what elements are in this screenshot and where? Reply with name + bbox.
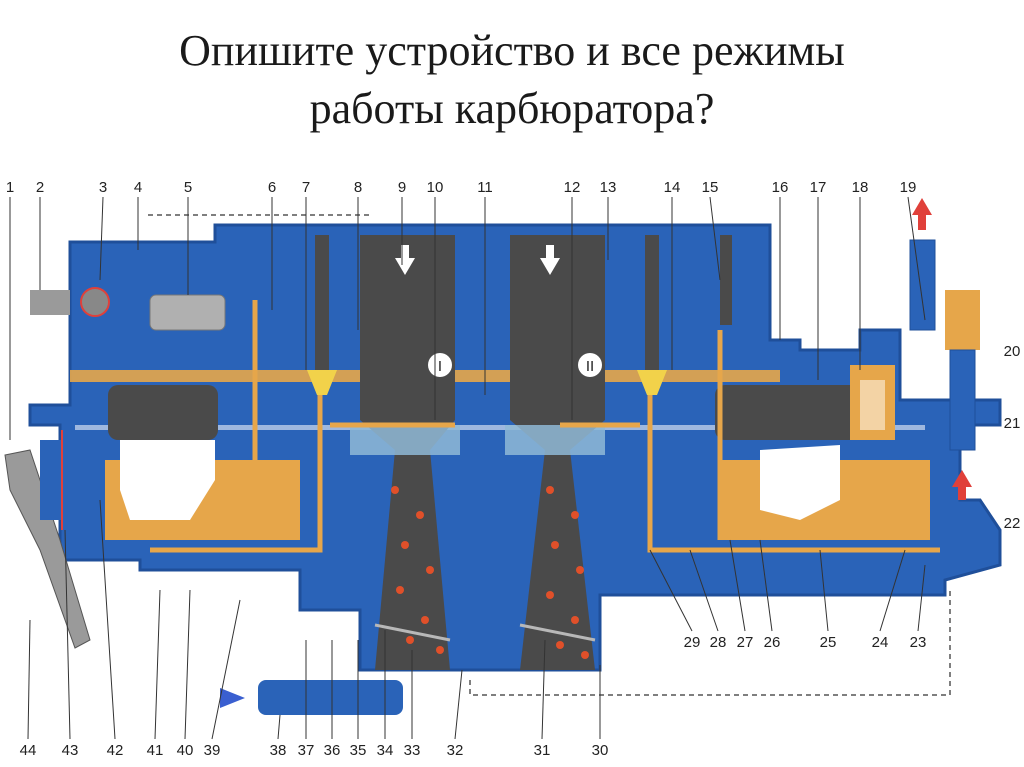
needle-valve — [850, 365, 895, 440]
callout-label-16: 16 — [772, 179, 789, 196]
callout-label-33: 33 — [404, 742, 421, 759]
leader-line-27 — [729, 539, 746, 632]
callout-label-32: 32 — [447, 742, 464, 759]
leader-line-31 — [541, 639, 546, 740]
callout-label-6: 6 — [268, 179, 276, 196]
callout-label-8: 8 — [354, 179, 362, 196]
leader-line-19 — [907, 196, 926, 321]
chamber-mark-1: I — [438, 358, 442, 375]
callout-label-11: 11 — [477, 179, 493, 196]
mixing-chambers — [350, 235, 605, 670]
idle-solenoid — [30, 287, 226, 331]
leader-line-3 — [99, 196, 104, 281]
chamber-marks: I II — [428, 353, 602, 377]
callout-label-38: 38 — [270, 742, 287, 759]
callout-label-13: 13 — [600, 179, 617, 196]
callout-label-14: 14 — [664, 179, 681, 196]
leader-line-23 — [917, 564, 926, 632]
callout-label-15: 15 — [702, 179, 719, 196]
callout-label-18: 18 — [852, 179, 869, 196]
callout-label-44: 44 — [20, 742, 37, 759]
leader-line-38 — [277, 714, 281, 740]
callout-label-43: 43 — [62, 742, 79, 759]
callout-label-19: 19 — [900, 179, 917, 196]
callout-label-10: 10 — [427, 179, 444, 196]
leader-line-28 — [689, 549, 719, 632]
callout-label-40: 40 — [177, 742, 194, 759]
callout-label-41: 41 — [147, 742, 164, 759]
leader-line-41 — [154, 589, 161, 740]
callout-label-2: 2 — [36, 179, 44, 196]
leader-line-26 — [759, 539, 773, 632]
callout-label-34: 34 — [377, 742, 394, 759]
leader-line-39 — [211, 599, 241, 740]
title-line-2: работы карбюратора? — [309, 84, 715, 133]
callout-label-29: 29 — [684, 634, 701, 651]
callout-label-42: 42 — [107, 742, 124, 759]
callout-label-35: 35 — [350, 742, 367, 759]
labels-bottom: 44 43 42 41 40 39 38 37 36 35 34 33 32 31 30 — [20, 742, 609, 759]
labels-bottom-right: 29 28 27 26 25 24 23 — [684, 634, 927, 651]
throttle-lever — [4, 430, 91, 649]
throttle-valves — [374, 623, 596, 642]
title-line-1: Опишите устройство и все режимы — [179, 26, 845, 75]
callout-label-5: 5 — [184, 179, 192, 196]
chamber-mark-2: II — [586, 358, 594, 375]
fuel-inlet-fitting — [909, 239, 980, 451]
flow-arrows — [220, 198, 972, 715]
callout-label-30: 30 — [592, 742, 609, 759]
callout-label-25: 25 — [820, 634, 837, 651]
callout-label-36: 36 — [324, 742, 341, 759]
leader-line-25 — [819, 549, 829, 632]
callout-label-23: 23 — [910, 634, 927, 651]
callout-label-27: 27 — [737, 634, 754, 651]
callout-label-20: 20 — [1004, 343, 1021, 360]
callout-label-4: 4 — [134, 179, 142, 196]
leader-line-42 — [99, 499, 116, 740]
callout-label-7: 7 — [302, 179, 310, 196]
leader-line-43 — [64, 529, 71, 740]
leader-line-24 — [879, 549, 906, 632]
leader-line-32 — [454, 669, 463, 740]
callout-label-31: 31 — [534, 742, 551, 759]
callout-label-26: 26 — [764, 634, 781, 651]
callout-label-1: 1 — [6, 179, 14, 196]
leader-line-40 — [184, 589, 191, 740]
callout-label-39: 39 — [204, 742, 221, 759]
callout-label-22: 22 — [1004, 515, 1021, 532]
fuel-spray — [391, 486, 589, 659]
callout-label-9: 9 — [398, 179, 406, 196]
leader-lines — [9, 196, 926, 740]
slide-title: Опишите устройство и все режимы работы к… — [0, 22, 1024, 138]
emulsion-tubes — [307, 235, 732, 395]
labels-right: 20 21 22 — [1004, 343, 1021, 532]
callout-label-3: 3 — [99, 179, 107, 196]
callout-label-12: 12 — [564, 179, 581, 196]
leader-line-29 — [649, 549, 693, 632]
callout-label-21: 21 — [1004, 415, 1021, 432]
callout-label-24: 24 — [872, 634, 889, 651]
float-chambers — [105, 385, 930, 540]
leader-line-44 — [27, 619, 31, 740]
callout-label-37: 37 — [298, 742, 315, 759]
vacuum-lines — [148, 214, 951, 696]
callout-label-17: 17 — [810, 179, 827, 196]
callout-label-28: 28 — [710, 634, 727, 651]
leader-line-15 — [709, 196, 721, 281]
